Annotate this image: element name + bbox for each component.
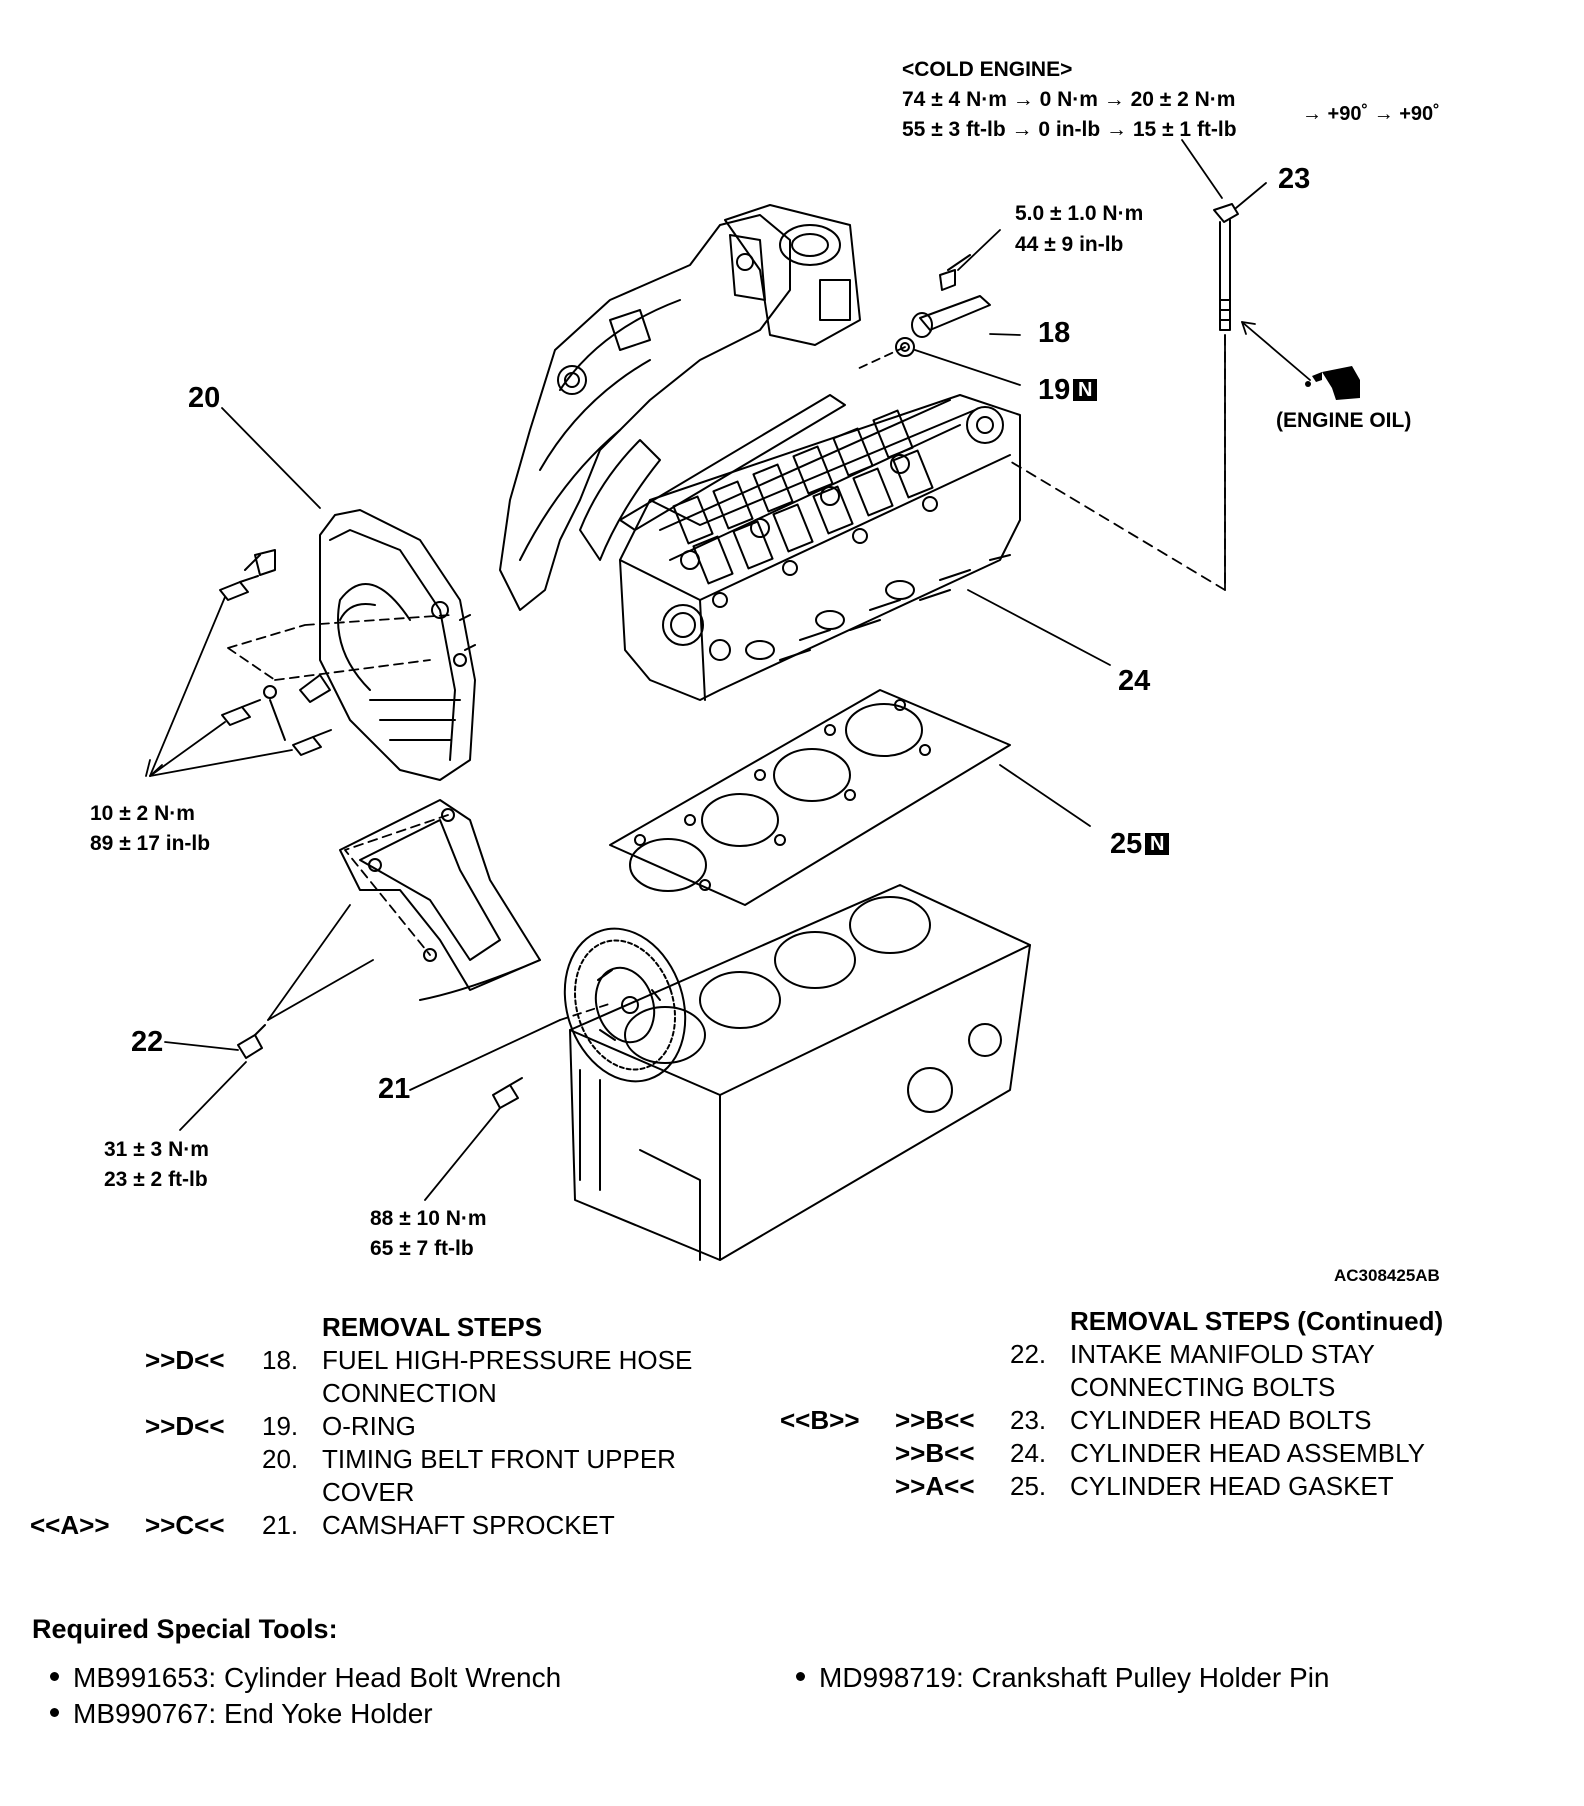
part-23-callout: 23 xyxy=(1278,163,1311,195)
step-number: 25. xyxy=(1010,1471,1047,1501)
step-text: COVER xyxy=(322,1477,415,1507)
step-text: CYLINDER HEAD GASKET xyxy=(1070,1471,1394,1501)
part-20-callout: 20 xyxy=(188,382,221,414)
tool-item: MB991653: Cylinder Head Bolt Wrench xyxy=(50,1662,561,1694)
timing-belt-cover xyxy=(244,509,476,781)
step-text: CONNECTION xyxy=(322,1378,497,1408)
step-row: >>D<< 18. FUEL HIGH-PRESSURE HOSE xyxy=(30,1344,730,1377)
camshaft-sprocket xyxy=(563,927,687,1083)
tool-text: MD998719: Crankshaft Pulley Holder Pin xyxy=(819,1662,1330,1693)
cylinder-head xyxy=(619,394,1021,701)
step-number: 18. xyxy=(262,1345,299,1375)
cover-bolts xyxy=(219,575,332,756)
step-ref-b: >>D<< xyxy=(145,1411,225,1441)
step-ref-a: <<A>> xyxy=(30,1510,110,1540)
step-text: FUEL HIGH-PRESSURE HOSE xyxy=(322,1345,693,1375)
removal-steps: REMOVAL STEPS >>D<< 18. FUEL HIGH-PRESSU… xyxy=(30,1311,730,1542)
step-text: CYLINDER HEAD BOLTS xyxy=(1070,1405,1372,1435)
step-row: >>D<< 19. O-RING xyxy=(30,1410,730,1443)
torque-23-ft: 55 ± 3 ft-lb → 0 in-lb → 15 ± 1 ft-lb xyxy=(902,118,1237,141)
step-number: 20. xyxy=(262,1444,299,1474)
torque-20-in: 89 ± 17 in-lb xyxy=(90,832,211,855)
torque-21-nm: 88 ± 10 N·m xyxy=(370,1207,487,1230)
step-number: 22. xyxy=(1010,1339,1047,1369)
part-22-callout: 22 xyxy=(131,1026,164,1058)
step-text: CYLINDER HEAD ASSEMBLY xyxy=(1070,1438,1425,1468)
step-row: <<B>> >>B<< 23. CYLINDER HEAD BOLTS xyxy=(780,1404,1570,1437)
torque-18-in: 44 ± 9 in-lb xyxy=(1015,233,1124,256)
new-part-badge: N xyxy=(1073,379,1098,401)
step-number: 23. xyxy=(1010,1405,1047,1435)
step-text: O-RING xyxy=(322,1411,416,1441)
bullet-icon xyxy=(796,1672,805,1681)
part-18-callout: 18 xyxy=(1038,317,1071,349)
head-bolt xyxy=(1213,203,1239,331)
removal-steps-continued-title: REMOVAL STEPS (Continued) xyxy=(1070,1306,1444,1336)
tool-text: MB991653: Cylinder Head Bolt Wrench xyxy=(73,1662,562,1693)
step-ref-a: <<B>> xyxy=(780,1405,860,1435)
step-row: CONNECTING BOLTS xyxy=(780,1371,1570,1404)
engine-exploded-diagram xyxy=(145,139,1360,1261)
oil-can-icon xyxy=(1305,366,1360,400)
removal-steps-continued: REMOVAL STEPS (Continued) 22. INTAKE MAN… xyxy=(780,1305,1570,1503)
bullet-icon xyxy=(50,1672,59,1681)
step-text: INTAKE MANIFOLD STAY xyxy=(1070,1339,1375,1369)
step-text: TIMING BELT FRONT UPPER xyxy=(322,1444,676,1474)
intake-manifold xyxy=(499,214,791,611)
tool-item: MB990767: End Yoke Holder xyxy=(50,1698,433,1730)
step-row: COVER xyxy=(30,1476,730,1509)
step-ref-b: >>A<< xyxy=(895,1471,975,1501)
bullet-icon xyxy=(50,1708,59,1717)
step-row: <<A>> >>C<< 21. CAMSHAFT SPROCKET xyxy=(30,1509,730,1542)
part-21-callout: 21 xyxy=(378,1073,411,1105)
tools-title: Required Special Tools: xyxy=(32,1614,338,1644)
head-gasket xyxy=(609,689,1011,906)
torque-22-nm: 31 ± 3 N·m xyxy=(104,1138,209,1161)
step-row: 20. TIMING BELT FRONT UPPER xyxy=(30,1443,730,1476)
tool-text: MB990767: End Yoke Holder xyxy=(73,1698,433,1729)
stay-bolt xyxy=(237,1024,266,1059)
tool-item: MD998719: Crankshaft Pulley Holder Pin xyxy=(796,1662,1329,1694)
step-number: 19. xyxy=(262,1411,299,1441)
torque-21-ft: 65 ± 7 ft-lb xyxy=(370,1237,474,1260)
torque-23-nm: 74 ± 4 N·m → 0 N·m → 20 ± 2 N·m xyxy=(902,88,1236,111)
manifold-stay xyxy=(339,799,541,1001)
cylinder-block xyxy=(569,884,1031,1261)
step-ref-b: >>B<< xyxy=(895,1438,975,1468)
step-row: >>A<< 25. CYLINDER HEAD GASKET xyxy=(780,1470,1570,1503)
torque-22-ft: 23 ± 2 ft-lb xyxy=(104,1168,208,1191)
fuel-hose-fitting xyxy=(895,254,991,357)
step-number: 21. xyxy=(262,1510,299,1540)
torque-20-nm: 10 ± 2 N·m xyxy=(90,802,195,825)
engine-oil-label: (ENGINE OIL) xyxy=(1276,409,1412,432)
removal-steps-title: REMOVAL STEPS xyxy=(322,1312,543,1342)
cold-engine-label: <COLD ENGINE> xyxy=(902,58,1073,81)
step-ref-b: >>D<< xyxy=(145,1345,225,1375)
leader-lines xyxy=(145,139,1311,1201)
torque-18-nm: 5.0 ± 1.0 N·m xyxy=(1015,202,1144,225)
figure-id: AC308425AB xyxy=(1334,1266,1440,1285)
new-part-badge: N xyxy=(1145,833,1170,855)
sprocket-bolt xyxy=(492,1077,523,1109)
step-row: 22. INTAKE MANIFOLD STAY xyxy=(780,1338,1570,1371)
part-24-callout: 24 xyxy=(1118,665,1151,697)
step-number: 24. xyxy=(1010,1438,1047,1468)
torque-23-angle: → +90˚ → +90˚ xyxy=(1302,103,1440,125)
step-text: CAMSHAFT SPROCKET xyxy=(322,1510,615,1540)
step-ref-b: >>B<< xyxy=(895,1405,975,1435)
step-row: >>B<< 24. CYLINDER HEAD ASSEMBLY xyxy=(780,1437,1570,1470)
throttle-body xyxy=(724,204,861,346)
step-text: CONNECTING BOLTS xyxy=(1070,1372,1336,1402)
step-ref-b: >>C<< xyxy=(145,1510,225,1540)
step-row: CONNECTION xyxy=(30,1377,730,1410)
